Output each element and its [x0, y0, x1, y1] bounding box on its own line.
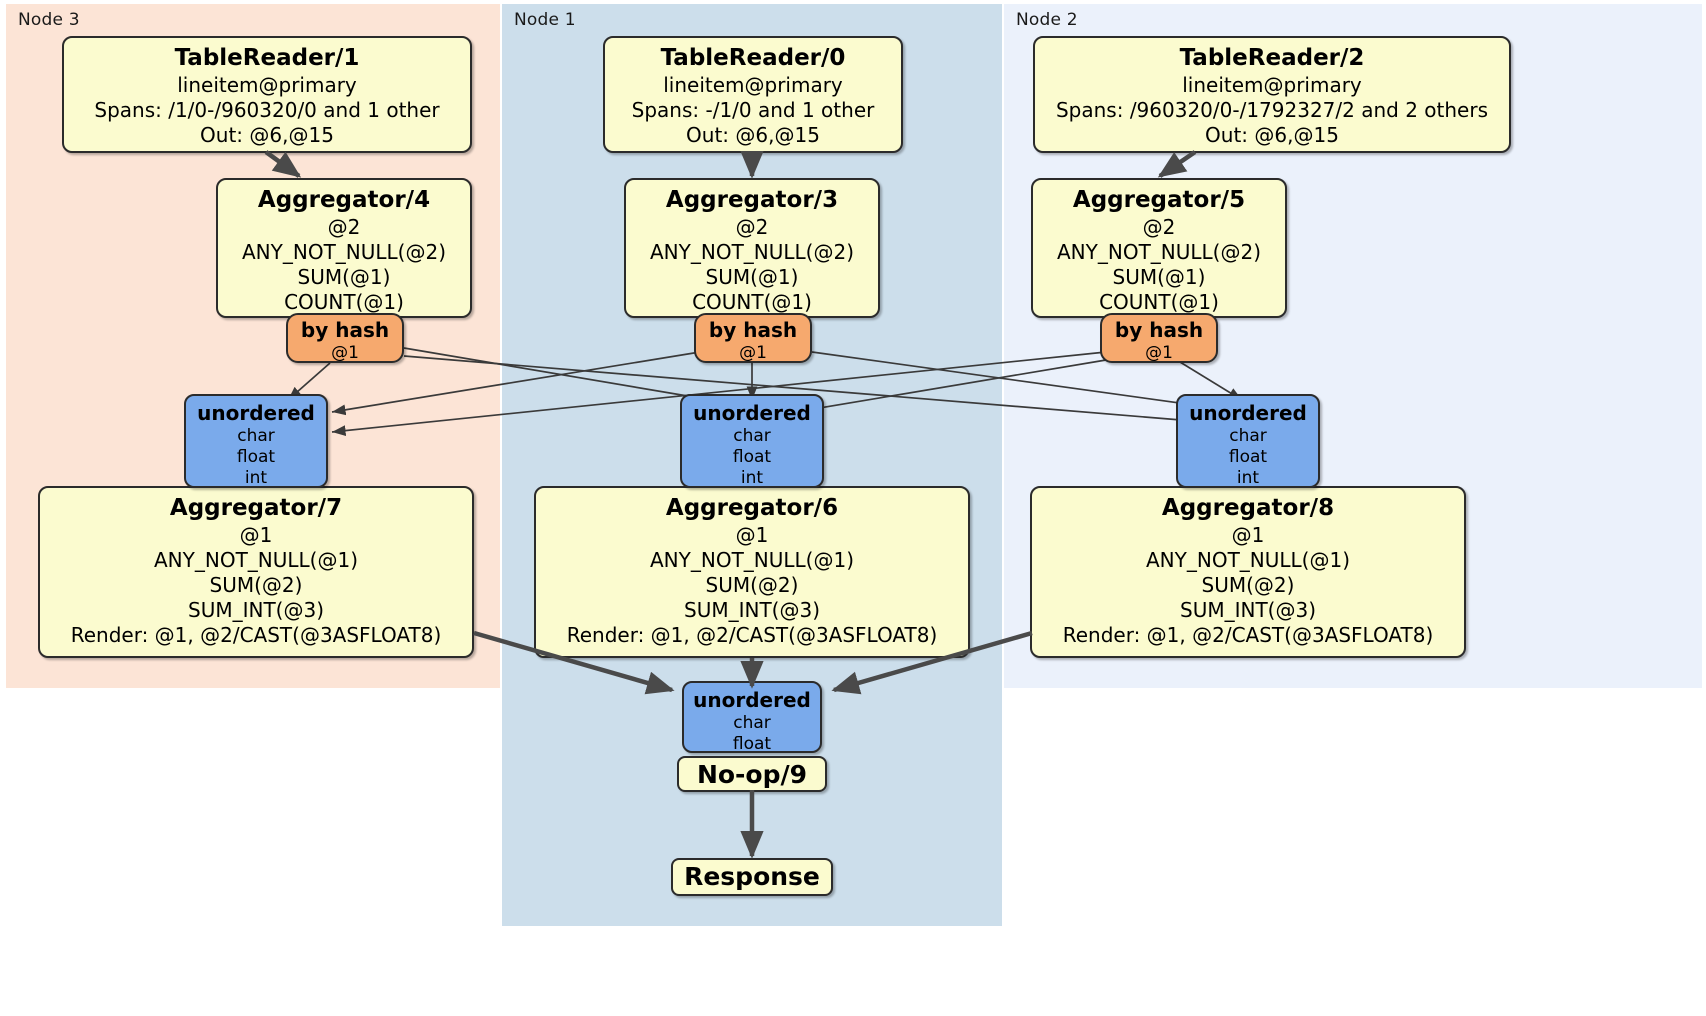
synchronizer-unordered-right-type-1: char — [1229, 426, 1267, 446]
synchronizer-unordered-middle-type-1: char — [733, 426, 771, 446]
synchronizer-unordered-middle-type-3: int — [740, 468, 764, 488]
panel-node-2-label: Node 2 — [1016, 10, 1078, 30]
table-reader-1-title: TableReader/1 — [174, 45, 360, 71]
aggregator-7-group: @1 — [239, 523, 273, 547]
aggregator-3-agg-3: COUNT(@1) — [692, 290, 812, 314]
synchronizer-unordered-left-title: unordered — [197, 401, 315, 425]
aggregator-5-title: Aggregator/5 — [1072, 187, 1246, 213]
aggregator-6-group: @1 — [735, 523, 769, 547]
aggregator-5[interactable]: Aggregator/5 @2 ANY_NOT_NULL(@2) SUM(@1)… — [1031, 178, 1287, 318]
aggregator-7-agg-3: SUM_INT(@3) — [188, 598, 324, 622]
aggregator-4-title: Aggregator/4 — [257, 187, 431, 213]
aggregator-4-agg-1: ANY_NOT_NULL(@2) — [242, 240, 446, 264]
aggregator-6-render: Render: @1, @2/CAST(@3ASFLOAT8) — [566, 623, 938, 647]
router-by-hash-middle[interactable]: by hash @1 — [694, 313, 812, 363]
aggregator-6[interactable]: Aggregator/6 @1 ANY_NOT_NULL(@1) SUM(@2)… — [534, 486, 970, 658]
table-reader-0[interactable]: TableReader/0 lineitem@primary Spans: -/… — [603, 36, 903, 153]
synchronizer-unordered-left[interactable]: unordered char float int — [184, 394, 328, 488]
aggregator-4-agg-2: SUM(@1) — [297, 265, 391, 289]
aggregator-7[interactable]: Aggregator/7 @1 ANY_NOT_NULL(@1) SUM(@2)… — [38, 486, 474, 658]
table-reader-1-index: lineitem@primary — [177, 73, 357, 97]
aggregator-3-agg-1: ANY_NOT_NULL(@2) — [650, 240, 854, 264]
table-reader-2-title: TableReader/2 — [1179, 45, 1365, 71]
aggregator-8-render: Render: @1, @2/CAST(@3ASFLOAT8) — [1062, 623, 1434, 647]
router-by-hash-left-title: by hash — [300, 318, 390, 342]
aggregator-5-agg-1: ANY_NOT_NULL(@2) — [1057, 240, 1261, 264]
router-by-hash-right-title: by hash — [1114, 318, 1204, 342]
response-node[interactable]: Response — [671, 858, 833, 896]
synchronizer-unordered-right-type-2: float — [1228, 447, 1268, 467]
aggregator-3-title: Aggregator/3 — [665, 187, 839, 213]
router-by-hash-left[interactable]: by hash @1 — [286, 313, 404, 363]
aggregator-6-agg-3: SUM_INT(@3) — [684, 598, 820, 622]
table-reader-2-out: Out: @6,@15 — [1205, 123, 1339, 147]
aggregator-6-agg-2: SUM(@2) — [705, 573, 799, 597]
router-by-hash-right[interactable]: by hash @1 — [1100, 313, 1218, 363]
synchronizer-unordered-right[interactable]: unordered char float int — [1176, 394, 1320, 488]
table-reader-2-index: lineitem@primary — [1182, 73, 1362, 97]
no-op-9-label: No-op/9 — [696, 760, 808, 789]
aggregator-8[interactable]: Aggregator/8 @1 ANY_NOT_NULL(@1) SUM(@2)… — [1030, 486, 1466, 658]
aggregator-5-agg-3: COUNT(@1) — [1099, 290, 1219, 314]
synchronizer-unordered-middle[interactable]: unordered char float int — [680, 394, 824, 488]
router-by-hash-right-column: @1 — [1145, 343, 1173, 363]
aggregator-4-agg-3: COUNT(@1) — [284, 290, 404, 314]
panel-node-3-label: Node 3 — [18, 10, 80, 30]
aggregator-6-agg-1: ANY_NOT_NULL(@1) — [650, 548, 854, 572]
synchronizer-unordered-right-title: unordered — [1189, 401, 1307, 425]
table-reader-1-spans: Spans: /1/0-/960320/0 and 1 other — [94, 98, 440, 122]
table-reader-1[interactable]: TableReader/1 lineitem@primary Spans: /1… — [62, 36, 472, 153]
aggregator-8-agg-2: SUM(@2) — [1201, 573, 1295, 597]
table-reader-0-out: Out: @6,@15 — [686, 123, 820, 147]
aggregator-5-group: @2 — [1142, 215, 1176, 239]
synchronizer-unordered-final[interactable]: unordered char float — [682, 681, 822, 754]
table-reader-0-title: TableReader/0 — [660, 45, 846, 71]
table-reader-2[interactable]: TableReader/2 lineitem@primary Spans: /9… — [1033, 36, 1511, 153]
router-by-hash-middle-title: by hash — [708, 318, 798, 342]
router-by-hash-middle-column: @1 — [739, 343, 767, 363]
synchronizer-unordered-middle-type-2: float — [732, 447, 772, 467]
synchronizer-unordered-left-type-1: char — [237, 426, 275, 446]
aggregator-7-title: Aggregator/7 — [169, 495, 343, 521]
table-reader-0-spans: Spans: -/1/0 and 1 other — [631, 98, 875, 122]
synchronizer-unordered-final-type-2: float — [732, 734, 772, 754]
aggregator-7-agg-2: SUM(@2) — [209, 573, 303, 597]
aggregator-7-render: Render: @1, @2/CAST(@3ASFLOAT8) — [70, 623, 442, 647]
aggregator-8-title: Aggregator/8 — [1161, 495, 1335, 521]
router-by-hash-left-column: @1 — [331, 343, 359, 363]
table-reader-0-index: lineitem@primary — [663, 73, 843, 97]
aggregator-3-group: @2 — [735, 215, 769, 239]
synchronizer-unordered-right-type-3: int — [1236, 468, 1260, 488]
aggregator-3-agg-2: SUM(@1) — [705, 265, 799, 289]
synchronizer-unordered-final-title: unordered — [693, 688, 811, 712]
no-op-9[interactable]: No-op/9 — [677, 756, 827, 792]
synchronizer-unordered-middle-title: unordered — [693, 401, 811, 425]
aggregator-5-agg-2: SUM(@1) — [1112, 265, 1206, 289]
synchronizer-unordered-left-type-2: float — [236, 447, 276, 467]
response-label: Response — [684, 862, 820, 891]
synchronizer-unordered-left-type-3: int — [244, 468, 268, 488]
aggregator-6-title: Aggregator/6 — [665, 495, 839, 521]
aggregator-4-group: @2 — [327, 215, 361, 239]
aggregator-3[interactable]: Aggregator/3 @2 ANY_NOT_NULL(@2) SUM(@1)… — [624, 178, 880, 318]
synchronizer-unordered-final-type-1: char — [733, 713, 771, 733]
panel-node-1-label: Node 1 — [514, 10, 576, 30]
aggregator-8-group: @1 — [1231, 523, 1265, 547]
aggregator-8-agg-3: SUM_INT(@3) — [1180, 598, 1316, 622]
aggregator-4[interactable]: Aggregator/4 @2 ANY_NOT_NULL(@2) SUM(@1)… — [216, 178, 472, 318]
aggregator-8-agg-1: ANY_NOT_NULL(@1) — [1146, 548, 1350, 572]
table-reader-2-spans: Spans: /960320/0-/1792327/2 and 2 others — [1055, 98, 1488, 122]
aggregator-7-agg-1: ANY_NOT_NULL(@1) — [154, 548, 358, 572]
table-reader-1-out: Out: @6,@15 — [200, 123, 334, 147]
